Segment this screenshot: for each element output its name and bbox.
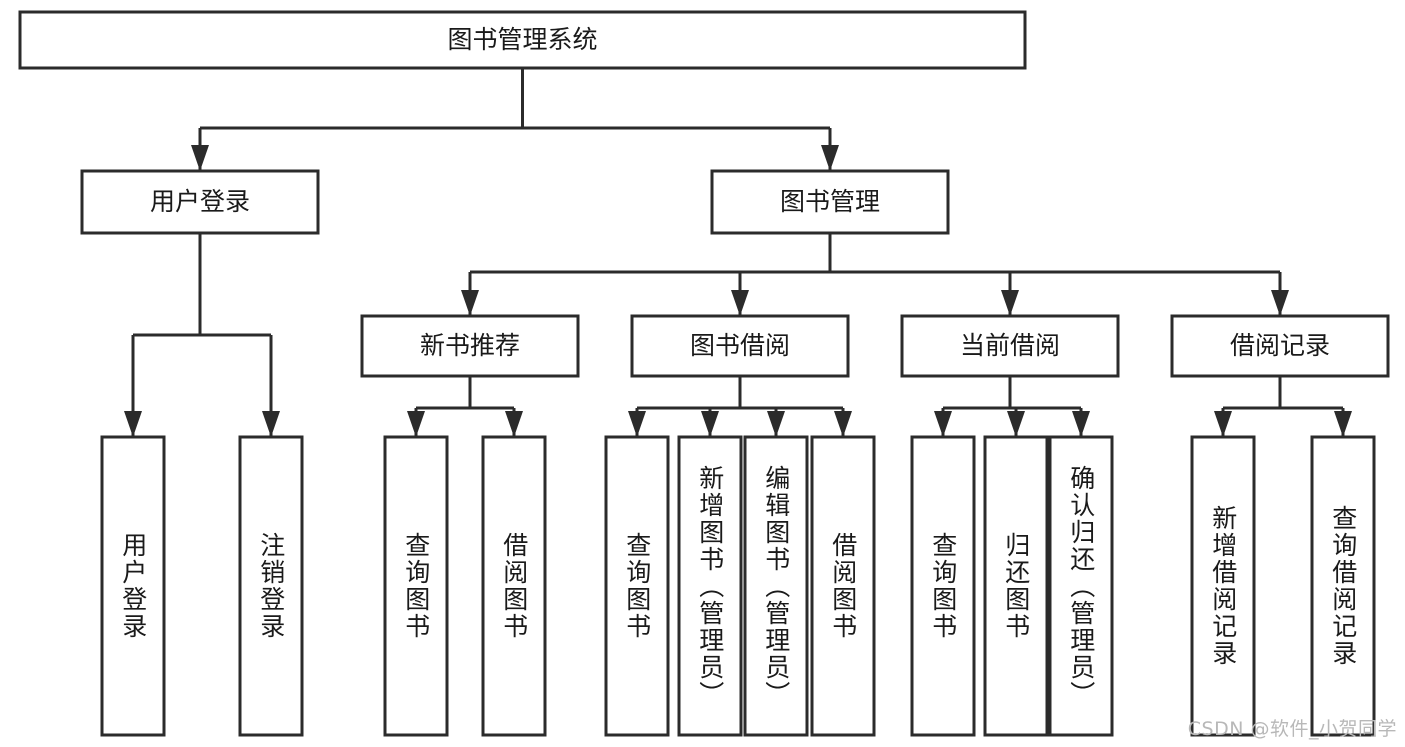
- arrowhead-icon: [1001, 290, 1019, 316]
- arrowhead-icon: [191, 145, 209, 171]
- node-label-l1_1: 图书管理: [780, 187, 880, 216]
- node-box-leaf_3[interactable]: [481, 435, 547, 737]
- node-box-leaf_7[interactable]: [810, 435, 876, 737]
- arrowhead-icon: [461, 290, 479, 316]
- node-box-leaf_5[interactable]: [677, 435, 743, 737]
- arrowhead-icon: [1007, 411, 1025, 437]
- node-box-l2_2[interactable]: [900, 314, 1120, 378]
- node-box-l1_1[interactable]: [710, 169, 950, 235]
- node-box-l2_1[interactable]: [630, 314, 850, 378]
- node-box-l2_0[interactable]: [360, 314, 580, 378]
- arrowhead-icon: [701, 411, 719, 437]
- node-box-leaf_11[interactable]: [1190, 435, 1256, 737]
- arrowhead-icon: [1072, 411, 1090, 437]
- node-box-leaf_4[interactable]: [604, 435, 670, 737]
- arrowhead-icon: [767, 411, 785, 437]
- node-label-l2_2: 当前借阅: [960, 331, 1060, 360]
- arrowhead-icon: [1271, 290, 1289, 316]
- node-box-leaf_9[interactable]: [983, 435, 1049, 737]
- arrowhead-icon: [505, 411, 523, 437]
- node-box-l1_0[interactable]: [80, 169, 320, 235]
- node-label-root: 图书管理系统: [447, 25, 597, 54]
- node-box-leaf_8[interactable]: [910, 435, 976, 737]
- arrowhead-icon: [1334, 411, 1352, 437]
- arrowhead-icon: [262, 411, 280, 437]
- edges-layer: [124, 68, 1352, 437]
- node-label-l1_0: 用户登录: [150, 187, 250, 216]
- arrowhead-icon: [628, 411, 646, 437]
- arrowhead-icon: [821, 145, 839, 171]
- arrowhead-icon: [1214, 411, 1232, 437]
- node-box-leaf_2[interactable]: [383, 435, 449, 737]
- arrowhead-icon: [407, 411, 425, 437]
- node-box-root[interactable]: [18, 10, 1027, 70]
- node-box-l2_3[interactable]: [1170, 314, 1390, 378]
- node-box-leaf_0[interactable]: [100, 435, 166, 737]
- node-box-leaf_10[interactable]: [1048, 435, 1114, 737]
- arrowhead-icon: [124, 411, 142, 437]
- node-label-l2_3: 借阅记录: [1230, 331, 1330, 360]
- arrowhead-icon: [834, 411, 852, 437]
- node-label-l2_1: 图书借阅: [690, 331, 790, 360]
- arrowhead-icon: [934, 411, 952, 437]
- node-box-leaf_12[interactable]: [1310, 435, 1376, 737]
- arrowhead-icon: [731, 290, 749, 316]
- node-label-l2_0: 新书推荐: [420, 331, 520, 360]
- node-box-leaf_6[interactable]: [743, 435, 809, 737]
- node-box-leaf_1[interactable]: [238, 435, 304, 737]
